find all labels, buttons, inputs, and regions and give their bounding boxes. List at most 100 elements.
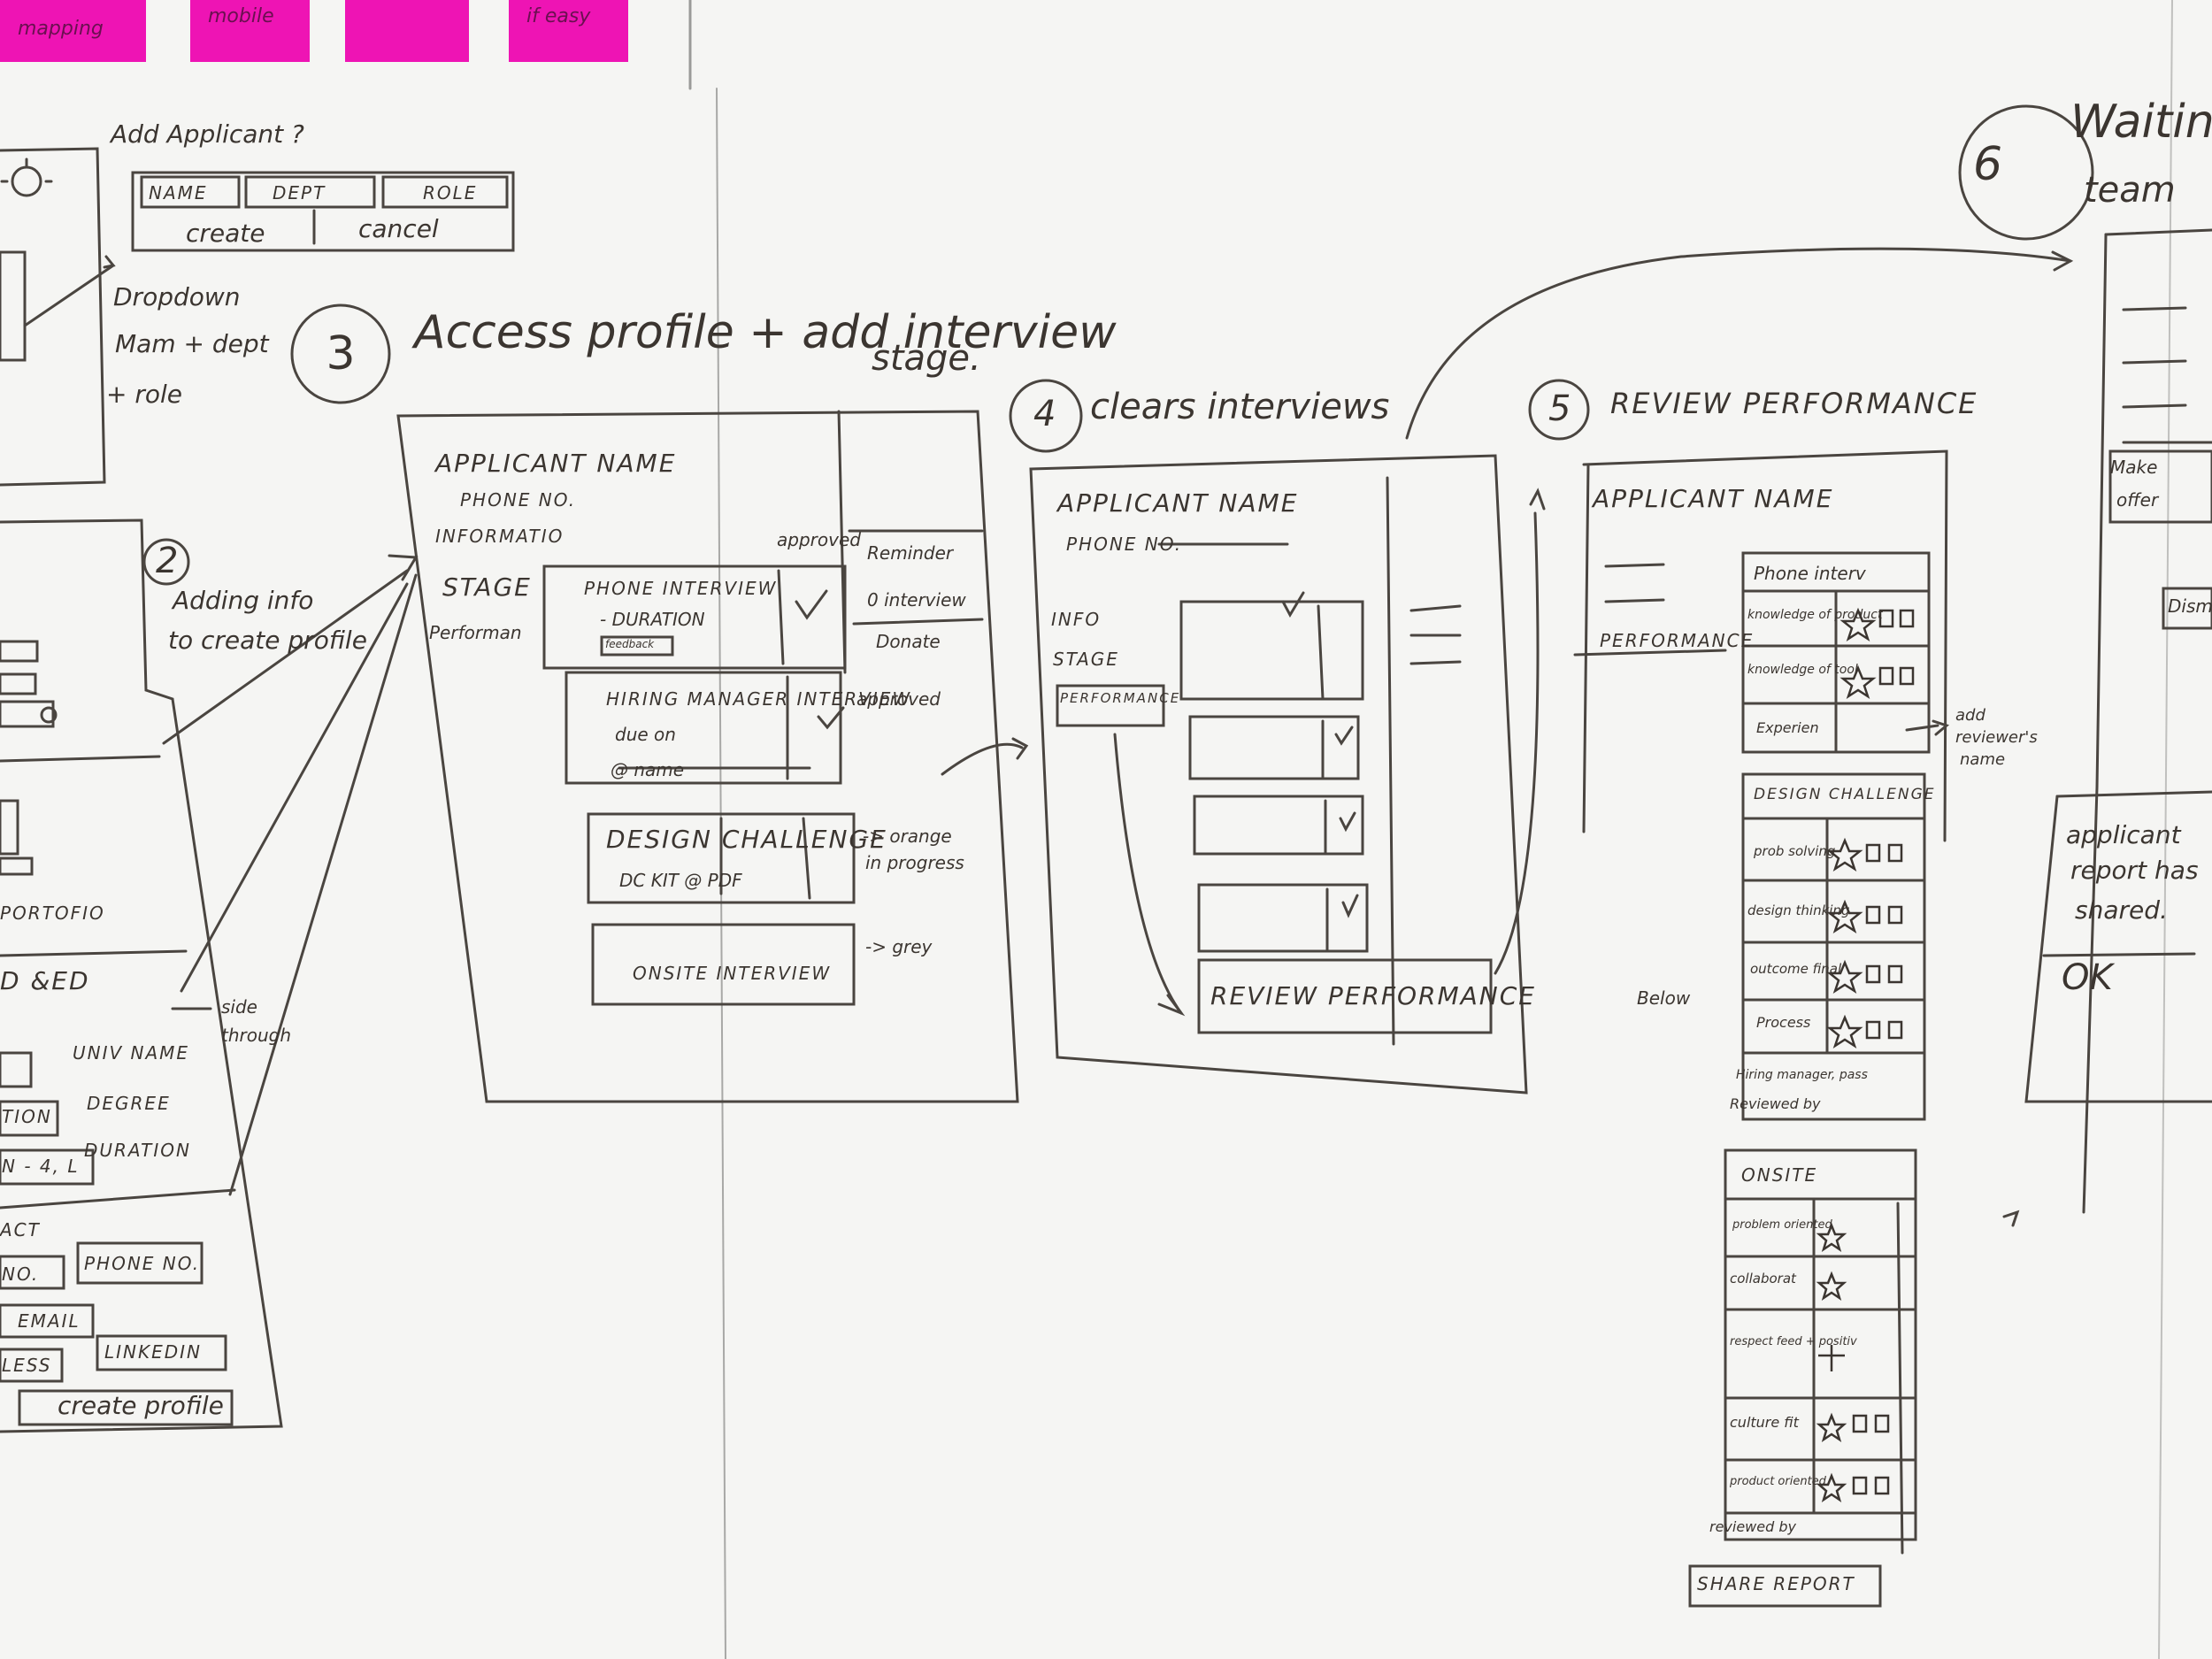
stage-card-title: HIRING MANAGER INTERVIEW — [606, 688, 912, 710]
step3-title: stage. — [872, 338, 981, 379]
stage-card-detail: DC KIT @ PDF — [619, 870, 742, 891]
step6-title: Waiting — [2070, 96, 2212, 149]
cancel-label: cancel — [358, 214, 439, 243]
nav-performance: Performan — [429, 622, 522, 643]
dept-field: DEPT — [273, 182, 326, 204]
criteria-label: problem oriented — [1732, 1218, 1832, 1232]
phone-no-field: PHONE NO. — [84, 1253, 201, 1274]
left-label: N - 4, L — [2, 1156, 80, 1177]
address-field: LESS — [2, 1355, 52, 1376]
approved-note: approved — [777, 529, 861, 550]
applicant-name: APPLICANT NAME — [1593, 484, 1834, 513]
side-note: side — [221, 996, 257, 1018]
create-profile-button: create profile — [58, 1391, 224, 1420]
linkedin-field: LINKEDIN — [104, 1341, 203, 1363]
step-number: 3 — [326, 327, 356, 380]
criteria-label: knowledge of product — [1747, 608, 1883, 622]
nav-stage: STAGE — [1053, 649, 1119, 670]
make-offer-button: offer — [2116, 489, 2159, 511]
step-number: 2 — [156, 541, 179, 581]
dropdown-note: + role — [106, 380, 183, 409]
dismiss-button: Dism — [2168, 595, 2212, 617]
sticky-note: if easy — [509, 0, 628, 62]
name-field: NAME — [149, 182, 208, 204]
applicant-name: APPLICANT NAME — [1057, 488, 1299, 518]
degree-label: DEGREE — [87, 1093, 171, 1114]
reviewer-note: Hiring manager, pass — [1736, 1068, 1868, 1082]
add-reviewer-note: name — [1960, 750, 2006, 769]
reminder-link: Reminder — [867, 542, 954, 564]
phone-no: PHONE NO. — [460, 489, 577, 511]
reviewer-note: Reviewed by — [1730, 1095, 1821, 1112]
stage-card-title: ONSITE INTERVIEW — [633, 963, 832, 984]
stage-card-detail: feedback — [605, 638, 655, 650]
add-reviewer-note: reviewer's — [1955, 728, 2038, 747]
performance-tab: PERFORMANCE — [1600, 630, 1755, 651]
email-field: EMAIL — [18, 1310, 81, 1332]
shared-note: report has — [2070, 856, 2199, 885]
reviewer-note: reviewed by — [1709, 1518, 1796, 1535]
criteria-label: Experien — [1756, 719, 1819, 736]
univ-name-label: UNIV NAME — [73, 1042, 190, 1064]
stage-card-detail: due on — [615, 724, 676, 745]
sticky-note: mobile — [190, 0, 310, 62]
education-header: D &ED — [0, 966, 90, 995]
role-field: ROLE — [423, 182, 478, 204]
criteria-label: Process — [1756, 1014, 1811, 1031]
nav-performance: PERFORMANCE — [1060, 690, 1181, 706]
criteria-label: collaborat — [1730, 1271, 1796, 1286]
interview-link: 0 interview — [867, 589, 966, 611]
step-number: 5 — [1548, 388, 1571, 429]
step6-title: team — [2084, 170, 2176, 211]
below-note: Below — [1637, 987, 1691, 1009]
step-number: 6 — [1973, 138, 2003, 191]
stage-card-title: DESIGN CHALLENGE — [606, 825, 887, 854]
status-note: in progress — [865, 852, 964, 873]
phone-no-field: NO. — [2, 1263, 40, 1285]
ok-button: OK — [2062, 957, 2113, 998]
dropdown-note: Mam + dept — [115, 329, 269, 358]
sticky-note-text: mobile — [208, 5, 274, 27]
make-offer-button: Make — [2110, 457, 2158, 478]
review-performance-button: REVIEW PERFORMANCE — [1210, 981, 1536, 1010]
stage-card-detail: - DURATION — [600, 609, 705, 630]
sticky-note-text: mapping — [18, 18, 104, 40]
applicant-name: APPLICANT NAME — [435, 449, 677, 478]
share-report-button: SHARE REPORT — [1697, 1573, 1855, 1594]
step2-caption: Adding info — [173, 586, 314, 615]
card-title: DESIGN CHALLENGE — [1754, 786, 1936, 803]
criteria-label: product oriented — [1730, 1475, 1826, 1488]
step3-title: Access profile + add interview — [414, 306, 1117, 359]
stage-card-title: PHONE INTERVIEW — [584, 578, 778, 599]
dropdown-note: Dropdown — [113, 282, 241, 311]
status-note: -> orange — [863, 826, 952, 847]
add-applicant-title: Add Applicant ? — [111, 119, 304, 149]
approved-note: approved — [856, 688, 941, 710]
criteria-label: prob solving — [1754, 843, 1836, 859]
nav-info: INFO — [1051, 609, 1102, 630]
portfolio-label: PORTOFIO — [0, 902, 105, 924]
sticky-note-text: if easy — [526, 5, 591, 27]
criteria-label: culture fit — [1730, 1414, 1799, 1431]
shared-note: shared. — [2075, 895, 2168, 925]
nav-info: INFORMATIO — [435, 526, 565, 547]
donate-link: Donate — [876, 631, 941, 652]
sticky-note: mapping — [0, 0, 146, 62]
shared-note: applicant — [2066, 820, 2181, 849]
criteria-label: outcome final — [1750, 961, 1842, 977]
card-title: ONSITE — [1741, 1164, 1818, 1186]
sticky-note — [345, 0, 469, 62]
side-note: through — [221, 1025, 292, 1046]
phone-no: PHONE NO. — [1066, 534, 1183, 555]
contact-header: ACT — [0, 1219, 41, 1240]
step2-caption: to create profile — [168, 626, 367, 655]
step5-title: REVIEW PERFORMANCE — [1610, 387, 1978, 420]
duration-label: DURATION — [84, 1140, 191, 1161]
add-reviewer-note: add — [1955, 706, 1985, 725]
criteria-label: design thinking — [1747, 902, 1850, 918]
left-label: TION — [2, 1106, 52, 1127]
step4-title: clears interviews — [1090, 387, 1390, 427]
stage-card-detail: @ name — [611, 759, 685, 780]
criteria-label: knowledge of tool — [1747, 663, 1858, 677]
